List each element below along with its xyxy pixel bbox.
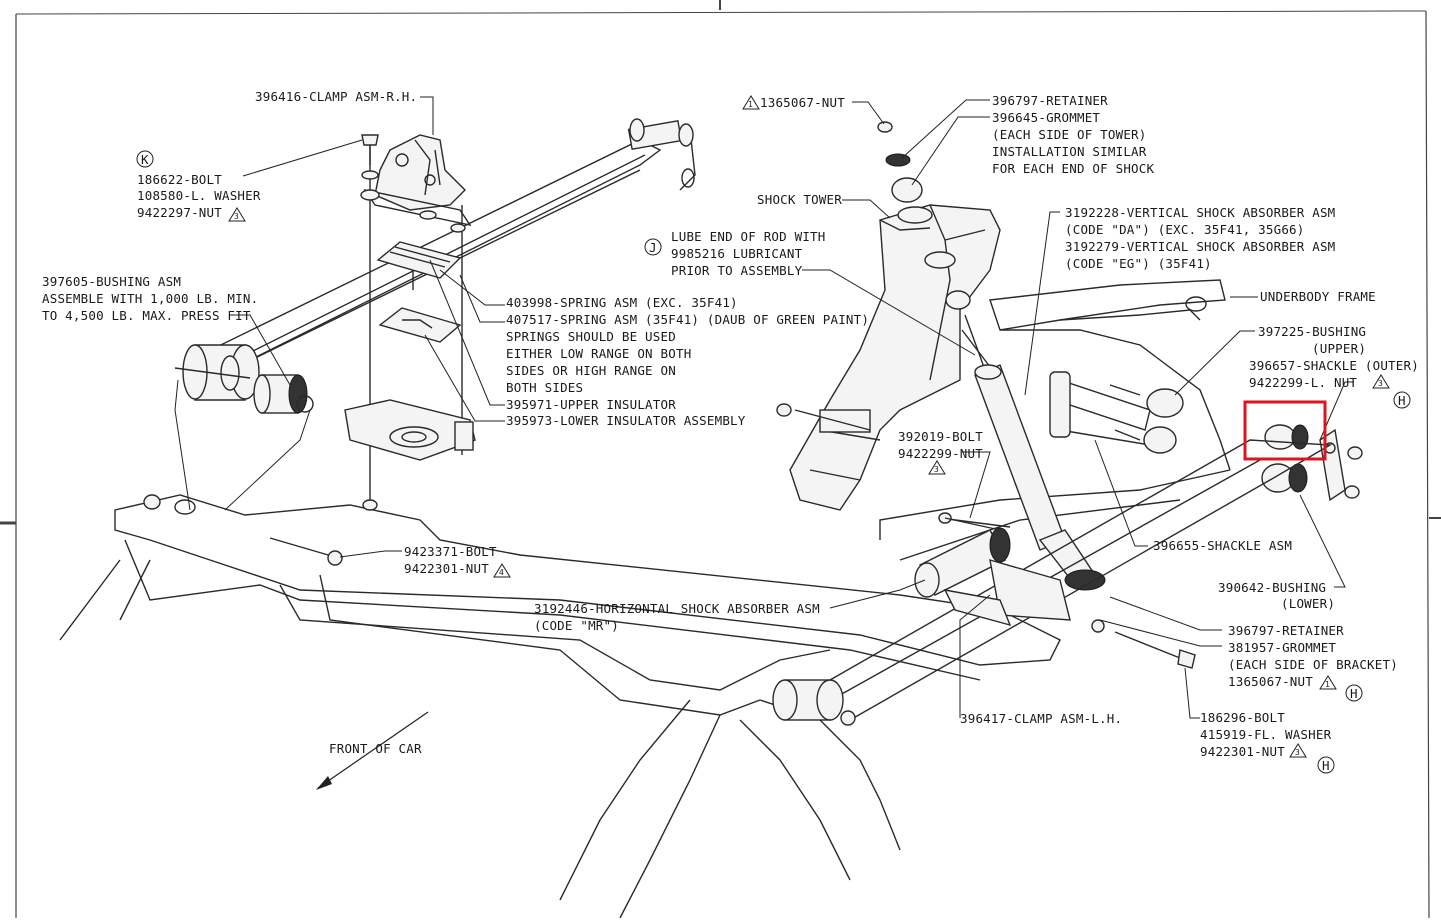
label-spring-note-4: BOTH SIDES	[506, 380, 583, 395]
label-nut-9422301-bot: 9422301-NUT	[1200, 744, 1285, 759]
leaf-spring	[189, 118, 696, 386]
triangle-note-icon	[1372, 374, 1390, 389]
label-underbody-frame: UNDERBODY FRAME	[1260, 289, 1376, 304]
circle-letter-icon	[1345, 684, 1363, 702]
label-shackle-asm: 396655-SHACKLE ASM	[1153, 538, 1292, 553]
label-grommet-bot-note: (EACH SIDE OF BRACKET)	[1228, 657, 1398, 672]
label-shock-tower: SHOCK TOWER	[757, 192, 842, 207]
label-lube-2: 9985216 LUBRICANT	[671, 246, 803, 261]
label-grommet-note-1: (EACH SIDE OF TOWER)	[992, 127, 1147, 142]
horizontal-shock-absorber	[914, 512, 1071, 627]
triangle-note-icon	[1289, 743, 1307, 758]
triangle-note-icon	[493, 563, 511, 578]
label-bushing-upper: 397225-BUSHING	[1258, 324, 1366, 339]
label-nut-1365067-bot: 1365067-NUT	[1228, 674, 1313, 689]
note-nut-bot2: 3	[1295, 748, 1300, 757]
label-bushing-asm-note-2: TO 4,500 LB. MAX. PRESS FIT	[42, 308, 251, 323]
label-grommet-note-2: INSTALLATION SIMILAR	[992, 144, 1147, 159]
label-lube-3: PRIOR TO ASSEMBLY	[671, 263, 803, 278]
label-bolt-186296: 186296-BOLT	[1200, 710, 1285, 725]
label-bushing-lower-note: (LOWER)	[1281, 596, 1335, 611]
note-nut-top: 1	[748, 100, 753, 109]
spring-eye-bushing	[174, 344, 260, 401]
reference-markers: K J H H H 3 1 3 3 4 1 3	[136, 95, 1411, 774]
circle-letter-icon	[1317, 756, 1335, 774]
label-lower-insulator: 395973-LOWER INSULATOR ASSEMBLY	[506, 413, 746, 428]
bolt-186296	[776, 403, 1196, 669]
circle-letter-icon	[1393, 391, 1411, 409]
label-bushing-asm-note-1: ASSEMBLE WITH 1,000 LB. MIN.	[42, 291, 258, 306]
underbody-frame	[879, 279, 1231, 561]
label-lnut-9422299: 9422299-L. NUT	[1249, 375, 1357, 390]
label-nut-9422301-front: 9422301-NUT	[404, 561, 489, 576]
label-retainer-bot: 396797-RETAINER	[1228, 623, 1344, 638]
ref-h-3: H	[1322, 758, 1330, 773]
label-hshock-1: 3192446-HORIZONTAL SHOCK ABSORBER ASM	[534, 601, 820, 616]
ref-j: J	[649, 240, 657, 255]
label-spring-note-1: SPRINGS SHOULD BE USED	[506, 329, 676, 344]
front-arrow-icon	[316, 711, 429, 790]
label-bushing-lower: 390642-BUSHING	[1218, 580, 1326, 595]
note-nut-mid: 3	[934, 465, 939, 474]
rear-spring-eye	[143, 494, 856, 726]
label-nut-9422299: 9422299-NUT	[898, 446, 983, 461]
triangle-note-icon	[928, 460, 946, 475]
label-vshock-2: (CODE "DA") (EXC. 35F41, 35G66)	[1065, 222, 1305, 237]
triangle-note-icon	[1319, 675, 1337, 690]
triangle-note-icon	[742, 95, 760, 110]
label-clamp-rh: 396416-CLAMP ASM-R.H.	[255, 89, 417, 104]
label-bushing-asm: 397605-BUSHING ASM	[42, 274, 181, 289]
note-lnut: 3	[1378, 379, 1383, 388]
label-washer-108580: 108580-L. WASHER	[137, 188, 261, 203]
label-retainer-top: 396797-RETAINER	[992, 93, 1108, 108]
circle-letter-icon	[644, 238, 662, 256]
callout-labels: 396416-CLAMP ASM-R.H. 186622-BOLT 108580…	[42, 89, 1419, 759]
note-nut-front: 4	[499, 568, 504, 577]
rear-shackle-assembly	[829, 371, 1363, 721]
label-upper-insulator: 395971-UPPER INSULATOR	[506, 397, 676, 412]
label-clamp-lh: 396417-CLAMP ASM-L.H.	[960, 711, 1122, 726]
label-bushing-upper-note: (UPPER)	[1312, 341, 1366, 356]
highlight-box	[1243, 400, 1327, 461]
leader-lines	[174, 96, 1354, 719]
label-lube-1: LUBE END OF ROD WITH	[671, 229, 826, 244]
clamp-rh-assembly	[344, 134, 476, 511]
note-nut-bot: 1	[1325, 680, 1330, 689]
label-spring-note-2: EITHER LOW RANGE ON BOTH	[506, 346, 691, 361]
label-hshock-2: (CODE "MR")	[534, 618, 619, 633]
label-grommet-note-3: FOR EACH END OF SHOCK	[992, 161, 1155, 176]
ref-h-1: H	[1398, 393, 1406, 408]
ref-k: K	[141, 152, 149, 167]
vertical-shock-absorber	[877, 121, 1106, 591]
label-spring-note-3: SIDES OR HIGH RANGE ON	[506, 363, 676, 378]
label-nut-1365067-top: 1365067-NUT	[760, 95, 845, 110]
label-vshock-1: 3192228-VERTICAL SHOCK ABSORBER ASM	[1065, 205, 1335, 220]
label-spring-407517: 407517-SPRING ASM (35F41) (DAUB OF GREEN…	[506, 312, 869, 327]
label-washer-415919: 415919-FL. WASHER	[1200, 727, 1332, 742]
label-spring-403998: 403998-SPRING ASM (EXC. 35F41)	[506, 295, 738, 310]
shock-tower	[789, 204, 1001, 511]
bushing-asm-397605	[253, 374, 314, 414]
label-vshock-4: (CODE "EG") (35F41)	[1065, 256, 1212, 271]
label-front-of-car: FRONT OF CAR	[329, 741, 422, 756]
label-shackle-outer: 396657-SHACKLE (OUTER)	[1249, 358, 1419, 373]
note-nut-1: 3	[234, 212, 239, 221]
triangle-note-icon	[228, 207, 246, 222]
label-grommet-top: 396645-GROMMET	[992, 110, 1100, 125]
label-vshock-3: 3192279-VERTICAL SHOCK ABSORBER ASM	[1065, 239, 1335, 254]
circle-letter-icon	[136, 150, 154, 168]
label-grommet-bot: 381957-GROMMET	[1228, 640, 1336, 655]
label-bolt-186622: 186622-BOLT	[137, 172, 222, 187]
label-nut-9422297: 9422297-NUT	[137, 205, 222, 220]
ref-h-2: H	[1350, 686, 1358, 701]
label-bolt-392019: 392019-BOLT	[898, 429, 983, 444]
frame-rail	[59, 494, 1061, 919]
label-bolt-9423371: 9423371-BOLT	[404, 544, 497, 559]
